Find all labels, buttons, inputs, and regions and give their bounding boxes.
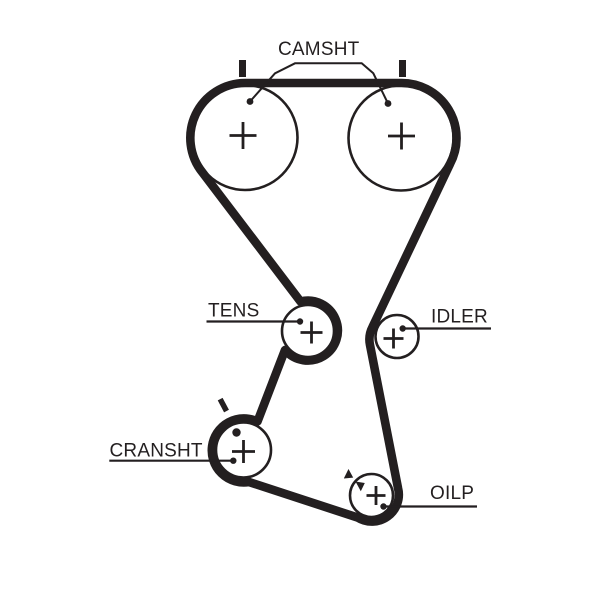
camshaft-label: CAMSHT — [278, 39, 360, 60]
camshaft-right-plus-icon — [388, 122, 415, 150]
tensioner-leader-dot — [296, 318, 304, 325]
oil-pump-pulley — [348, 472, 395, 519]
camshaft-right-timing-tick — [399, 60, 406, 77]
camshaft-left-timing-tick — [239, 60, 246, 77]
tensioner-plus-icon — [300, 321, 323, 344]
camshaft-label-bracket — [249, 62, 389, 104]
crankshaft-plus-icon — [232, 440, 255, 463]
idler-pulley — [374, 313, 420, 360]
idler-label: IDLER — [431, 307, 488, 328]
crankshaft-leader-dot — [230, 457, 237, 464]
oil-pump-arrow-down-icon — [355, 481, 365, 492]
camshaft-right-leader-dot — [384, 100, 392, 107]
oil-pump-arrow-up-icon — [343, 469, 354, 479]
camshaft-left-leader-dot — [246, 98, 254, 105]
timing-belt-path — [186, 78, 461, 526]
oil-pump-label: OILP — [430, 483, 474, 504]
camshaft-left-pulley — [191, 83, 299, 192]
tensioner-label: TENS — [208, 301, 259, 322]
crankshaft-pulley — [214, 421, 273, 479]
idler-plus-icon — [383, 328, 404, 349]
crankshaft-timing-tick — [217, 397, 229, 413]
tensioner-pulley — [280, 303, 336, 359]
crankshaft-label: CRANSHT — [110, 441, 203, 462]
camshaft-right-pulley — [347, 84, 455, 192]
idler-leader-dot — [399, 325, 406, 332]
oil-pump-leader-dot — [380, 503, 387, 510]
crankshaft-timing-dot — [232, 428, 241, 437]
oil-pump-plus-icon — [366, 486, 386, 505]
camshaft-left-plus-icon — [229, 122, 257, 149]
